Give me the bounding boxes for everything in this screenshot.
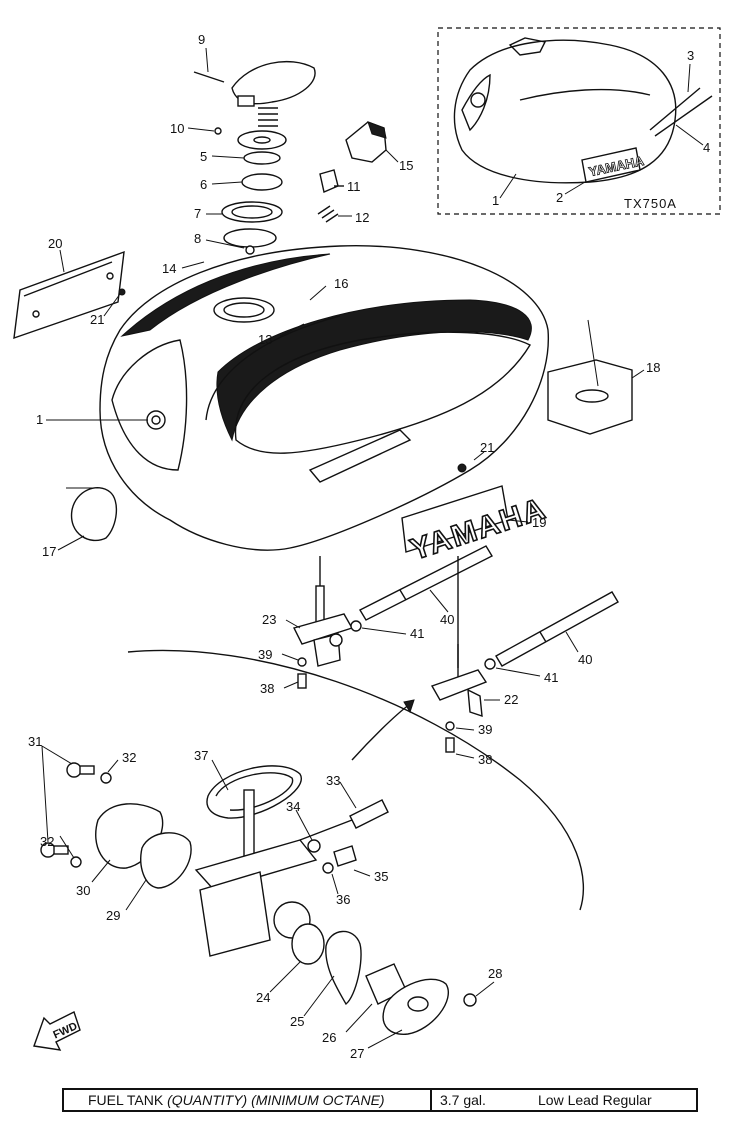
fuel-cock-detail: 31 32 37 33 32 34 35 36 30 29 24 25 28 2… — [28, 734, 502, 1061]
callout-26: 26 — [322, 1030, 336, 1045]
forward-arrow: FWD — [33, 1011, 81, 1051]
callout-3: 3 — [687, 48, 694, 63]
callout-20: 20 — [48, 236, 62, 251]
callout-34: 34 — [286, 799, 300, 814]
callout-21a: 21 — [90, 312, 104, 327]
callout-4: 4 — [703, 140, 710, 155]
callout-16: 16 — [334, 276, 348, 291]
main-fuel-tank: 1 14 16 13 — [36, 245, 550, 551]
callout-13: 13 — [258, 332, 272, 347]
callout-18: 18 — [646, 360, 660, 375]
detail-separator — [127, 649, 585, 911]
callout-28: 28 — [488, 966, 502, 981]
callout-41b: 41 — [544, 670, 558, 685]
front-cushion-17: 17 — [42, 487, 117, 559]
callout-35: 35 — [374, 869, 388, 884]
fuel-hose-40a: 40 41 — [350, 545, 493, 641]
callout-40a: 40 — [440, 612, 454, 627]
callout-1-main: 1 — [36, 412, 43, 427]
callout-40b: 40 — [578, 652, 592, 667]
rear-cushion-18: 18 — [547, 319, 660, 435]
callout-23: 23 — [262, 612, 276, 627]
callout-38a: 38 — [260, 681, 274, 696]
callout-12: 12 — [355, 210, 369, 225]
callout-21b: 21 — [480, 440, 494, 455]
callout-31: 31 — [28, 734, 42, 749]
fuel-cock-23: 23 39 38 — [258, 556, 354, 696]
callout-39a: 39 — [258, 647, 272, 662]
side-emblem-20: 20 21 — [13, 236, 126, 340]
fuel-cock-22: 22 39 38 — [430, 556, 518, 767]
callout-25: 25 — [290, 1014, 304, 1029]
callout-8: 8 — [194, 231, 201, 246]
callout-15: 15 — [399, 158, 413, 173]
callout-24: 24 — [256, 990, 270, 1005]
callout-9: 9 — [198, 32, 205, 47]
callout-39b: 39 — [478, 722, 492, 737]
spec-label-qualifiers: (QUANTITY) (MINIMUM OCTANE) — [167, 1092, 385, 1108]
spec-label-name: FUEL TANK — [88, 1092, 164, 1108]
spec-octane: Low Lead Regular — [538, 1092, 652, 1108]
callout-32a: 32 — [122, 750, 136, 765]
spec-label: FUEL TANK (QUANTITY) (MINIMUM OCTANE) — [64, 1090, 432, 1110]
callout-33: 33 — [326, 773, 340, 788]
callout-41a: 41 — [410, 626, 424, 641]
fuel-hose-40b: 40 41 — [484, 591, 619, 685]
callout-29: 29 — [106, 908, 120, 923]
callout-38b: 38 — [478, 752, 492, 767]
cap-hardware: 15 11 12 — [317, 121, 413, 225]
callout-1-inset: 1 — [492, 193, 499, 208]
callout-22: 22 — [504, 692, 518, 707]
callout-17: 17 — [42, 544, 56, 559]
callout-37: 37 — [194, 748, 208, 763]
inset-model-label: TX750A — [624, 196, 677, 211]
callout-6: 6 — [200, 177, 207, 192]
callout-27: 27 — [350, 1046, 364, 1061]
callout-5: 5 — [200, 149, 207, 164]
callout-7: 7 — [194, 206, 201, 221]
inset-tx750a: YAMAHA TX750A 1 2 3 4 — [437, 27, 721, 215]
callout-19: 19 — [532, 515, 546, 530]
callout-11: 11 — [347, 179, 361, 194]
filler-cap-assembly: 9 10 5 6 7 8 — [170, 32, 316, 255]
spec-quantity: 3.7 gal. — [440, 1092, 486, 1108]
callout-2: 2 — [556, 190, 563, 205]
inset-emblem: YAMAHA — [581, 147, 646, 183]
callout-32b: 32 — [40, 834, 54, 849]
callout-10: 10 — [170, 121, 184, 136]
callout-14: 14 — [162, 261, 176, 276]
fuel-tank-spec-box: FUEL TANK (QUANTITY) (MINIMUM OCTANE) 3.… — [62, 1088, 698, 1112]
callout-30: 30 — [76, 883, 90, 898]
callout-36: 36 — [336, 892, 350, 907]
